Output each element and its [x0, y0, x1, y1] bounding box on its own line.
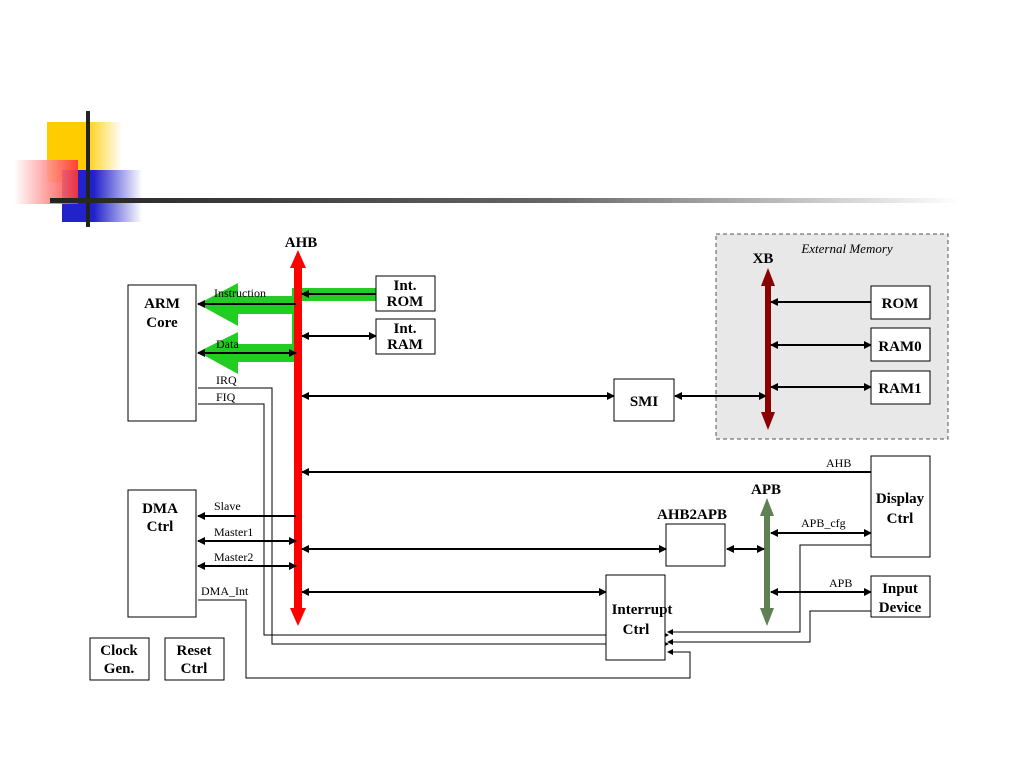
dma-int-wire [198, 599, 691, 679]
ram1-block: RAM1 [870, 370, 931, 405]
int-ram-block: Int. RAM [375, 318, 436, 355]
interrupt-wires [198, 387, 871, 679]
input-device-label-1: Input [882, 581, 918, 597]
ram1-label: RAM1 [878, 381, 921, 397]
signal-labels: Instruction Data IRQ FIQ Slave Master1 M… [201, 286, 852, 598]
interrupt-ctrl-label-1: Interrupt [612, 602, 673, 618]
irq-label: IRQ [216, 373, 237, 387]
apb-bus-arrow-bottom [760, 608, 774, 626]
dma-ctrl-block: DMA Ctrl [127, 489, 197, 618]
input-int-wire [667, 610, 871, 645]
interrupt-ctrl-label-2: Ctrl [623, 622, 650, 638]
dma-ctrl-label-1: DMA [142, 501, 178, 517]
slave-label: Slave [214, 499, 241, 513]
xb-bus-arrow-top [761, 268, 775, 286]
ahb2apb-label: AHB2APB [657, 507, 727, 523]
int-ram-label-1: Int. [394, 321, 417, 337]
input-device-label-2: Device [879, 600, 922, 616]
input-device-block: Input Device [870, 575, 931, 618]
apb-bus-label: APB [751, 482, 781, 498]
slide-decoration [14, 111, 960, 227]
ahb-bus-arrow-top [290, 250, 306, 268]
rom-block: ROM [870, 285, 931, 320]
dma-ctrl-label-2: Ctrl [147, 519, 174, 535]
smi-label: SMI [630, 394, 659, 410]
master2-label: Master2 [214, 550, 253, 564]
reset-ctrl-label-1: Reset [177, 643, 212, 659]
data-label: Data [216, 337, 239, 351]
rom-label: ROM [882, 296, 919, 312]
interrupt-ctrl-block: Interrupt Ctrl [605, 574, 673, 661]
input-apb-label: APB [829, 576, 852, 590]
display-ctrl-label-2: Ctrl [887, 511, 914, 527]
bus-connections [197, 290, 872, 596]
smi-block: SMI [613, 378, 675, 422]
instruction-label: Instruction [214, 286, 266, 300]
external-memory-label: External Memory [800, 241, 893, 256]
clock-gen-label-1: Clock [100, 643, 138, 659]
ram0-block: RAM0 [870, 327, 931, 362]
fiq-label: FIQ [216, 390, 236, 404]
int-rom-label-2: ROM [387, 294, 424, 310]
ahb2apb-block: AHB2APB [657, 507, 727, 567]
dma-int-label: DMA_Int [201, 584, 249, 598]
display-ctrl-block: Display Ctrl [870, 455, 931, 558]
ram0-label: RAM0 [878, 339, 921, 355]
display-ahb-label: AHB [826, 456, 851, 470]
display-ctrl-label-1: Display [876, 491, 925, 507]
int-rom-block: Int. ROM [375, 275, 436, 312]
apb-bus-arrow-top [760, 498, 774, 516]
xb-bus-arrow-bottom [761, 412, 775, 430]
fiq-wire [198, 403, 669, 638]
arm-core-label-2: Core [146, 315, 178, 331]
clock-gen-label-2: Gen. [104, 661, 135, 677]
arm-core-block: ARM Core [127, 284, 197, 422]
clock-gen-block: Clock Gen. [89, 637, 150, 681]
reset-ctrl-label-2: Ctrl [181, 661, 208, 677]
ahb-bus-label: AHB [285, 235, 318, 251]
int-ram-label-2: RAM [387, 337, 423, 353]
ahb-bus-arrow-bottom [290, 608, 306, 626]
arm-core-label-1: ARM [144, 296, 180, 312]
int-rom-label-1: Int. [394, 278, 417, 294]
reset-ctrl-block: Reset Ctrl [164, 637, 225, 681]
xb-bus-label: XB [753, 251, 774, 267]
master1-label: Master1 [214, 525, 253, 539]
apb-cfg-label: APB_cfg [801, 516, 846, 530]
